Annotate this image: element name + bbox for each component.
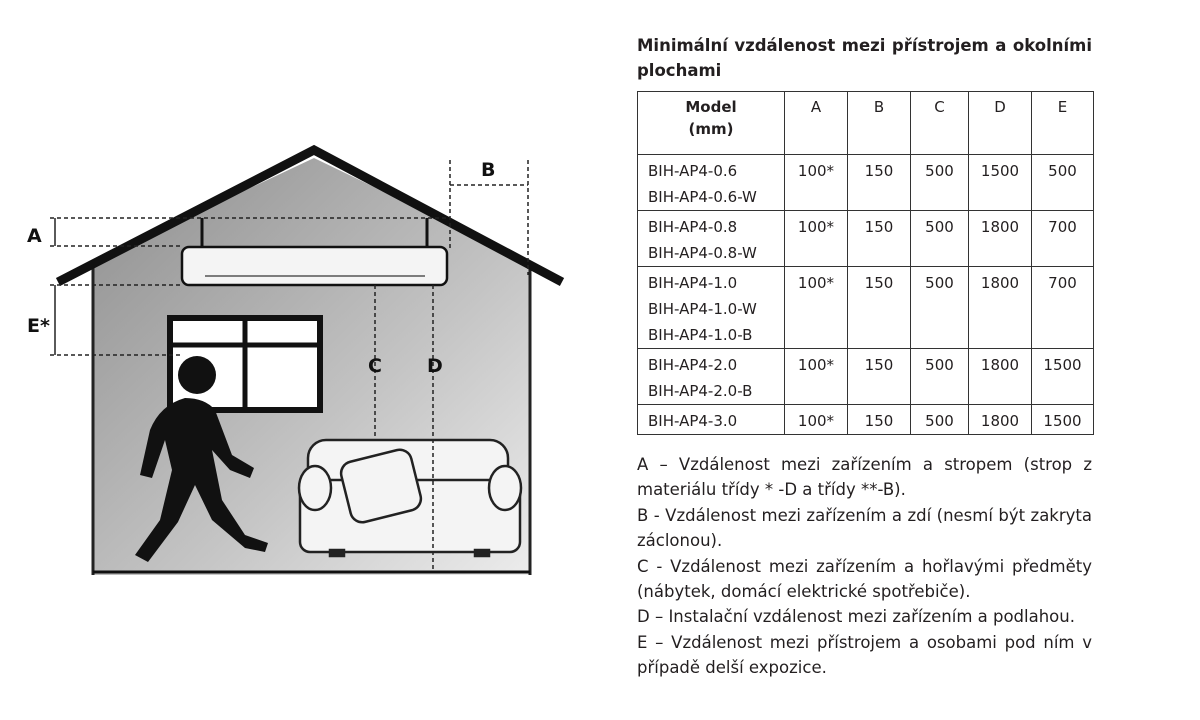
model-name: BIH-AP4-1.0 — [648, 274, 738, 292]
value-e: 1500 — [1031, 348, 1094, 405]
installation-distance-diagram: A B E* C D — [27, 144, 565, 575]
label-b: B — [481, 159, 495, 181]
model-name: BIH-AP4-0.8 — [648, 218, 738, 236]
section-title: Minimální vzdálenost mezi přístrojem a o… — [637, 36, 1092, 80]
header-model: Model (mm) — [637, 91, 785, 155]
value-a: 100* — [784, 266, 848, 349]
label-e: E* — [27, 315, 50, 337]
header-b: B — [847, 91, 911, 155]
legend-item-c: C - Vzdálenost mezi zařízením a hořlavým… — [637, 556, 1092, 602]
value-b: 150 — [847, 210, 911, 267]
value-e: 500 — [1031, 154, 1094, 211]
header-model-unit: (mm) — [688, 120, 734, 138]
model-name: BIH-AP4-0.6 — [648, 162, 738, 180]
value-e: 700 — [1031, 266, 1094, 349]
dimension-lines — [50, 160, 529, 572]
value-d: 1800 — [968, 210, 1032, 267]
legend: A – Vzdálenost mezi zařízením a stropem … — [637, 452, 1092, 681]
label-d: D — [427, 355, 443, 377]
legend-item-d: D – Instalační vzdálenost mezi zařízením… — [637, 607, 1075, 627]
table-header-row: Model (mm) A B C D E — [637, 91, 1094, 155]
model-name: BIH-AP4-0.6-W — [648, 188, 757, 206]
roof — [55, 144, 565, 286]
model-name: BIH-AP4-3.0 — [648, 412, 738, 430]
value-b: 150 — [847, 348, 911, 405]
value-a: 100* — [784, 348, 848, 405]
model-cell: BIH-AP4-3.0 — [637, 404, 785, 435]
value-c: 500 — [910, 404, 969, 435]
value-a: 100* — [784, 154, 848, 211]
model-name: BIH-AP4-1.0-B — [648, 326, 753, 344]
sofa — [297, 438, 523, 558]
label-c: C — [368, 355, 382, 377]
legend-item-e: E – Vzdálenost mezi přístrojem a osobami… — [637, 632, 1092, 678]
value-c: 500 — [910, 348, 969, 405]
legend-item-b: B - Vzdálenost mezi zařízením a zdí (nes… — [637, 505, 1092, 551]
legend-item-a: A – Vzdálenost mezi zařízením a stropem … — [637, 455, 1092, 500]
header-d: D — [968, 91, 1032, 155]
value-d: 1800 — [968, 266, 1032, 349]
value-e: 1500 — [1031, 404, 1094, 435]
value-e: 700 — [1031, 210, 1094, 267]
person-silhouette — [135, 356, 268, 562]
ac-unit — [180, 218, 449, 287]
model-name: BIH-AP4-0.8-W — [648, 244, 757, 262]
value-b: 150 — [847, 154, 911, 211]
header-c: C — [910, 91, 969, 155]
header-a: A — [784, 91, 848, 155]
header-e: E — [1031, 91, 1094, 155]
model-name: BIH-AP4-1.0-W — [648, 300, 757, 318]
value-d: 1800 — [968, 348, 1032, 405]
value-b: 150 — [847, 266, 911, 349]
value-b: 150 — [847, 404, 911, 435]
header-model-label: Model — [685, 98, 737, 116]
value-a: 100* — [784, 404, 848, 435]
value-c: 500 — [910, 266, 969, 349]
label-a: A — [27, 225, 42, 247]
model-name: BIH-AP4-2.0 — [648, 356, 738, 374]
value-c: 500 — [910, 210, 969, 267]
value-d: 1800 — [968, 404, 1032, 435]
value-d: 1500 — [968, 154, 1032, 211]
value-c: 500 — [910, 154, 969, 211]
value-a: 100* — [784, 210, 848, 267]
model-name: BIH-AP4-2.0-B — [648, 382, 753, 400]
